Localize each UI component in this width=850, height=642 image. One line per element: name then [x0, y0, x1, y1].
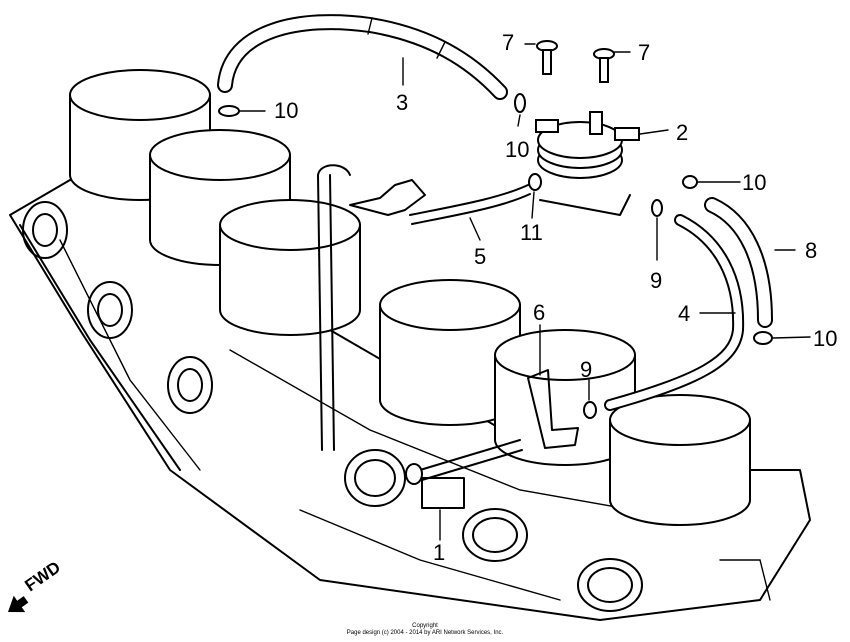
copyright-notice: Copyright Page design (c) 2004 - 2014 by…: [300, 623, 550, 637]
fwd-label: FWD: [21, 558, 64, 596]
copyright-line-1: Copyright: [412, 623, 438, 629]
callout-10c: 10: [742, 170, 766, 195]
vacuum-valve: [535, 111, 640, 216]
clip-9a: [651, 199, 663, 217]
callout-2: 2: [676, 120, 688, 145]
leader-lines: [239, 43, 811, 541]
callout-3: 3: [396, 90, 408, 115]
clip-10a: [218, 105, 240, 117]
callout-9b: 9: [580, 357, 592, 382]
callout-7a: 7: [502, 30, 514, 55]
hose-4: [604, 214, 745, 411]
adjuster-1: [405, 439, 523, 509]
callout-10b: 10: [505, 137, 529, 162]
copyright-line-2: Page design (c) 2004 - 2014 by ARI Netwo…: [346, 630, 504, 636]
callout-10a: 10: [274, 98, 298, 123]
clip-9b: [583, 401, 597, 419]
bracket-6: [527, 369, 579, 449]
hose-3: [217, 14, 508, 100]
callout-6: 6: [533, 300, 545, 325]
callout-4: 4: [678, 301, 690, 326]
callout-1: 1: [433, 540, 445, 565]
callout-8: 8: [805, 238, 817, 263]
callout-5: 5: [474, 244, 486, 269]
callout-11: 11: [520, 220, 543, 245]
clip-11: [528, 173, 542, 191]
fwd-arrow-icon: [8, 595, 29, 613]
screw-7b: [593, 48, 615, 83]
hose-8: [704, 197, 773, 328]
clip-10b: [514, 93, 526, 113]
carburetor-bank: [9, 179, 811, 621]
clip-10d: [753, 331, 773, 345]
callout-7b: 7: [638, 40, 650, 65]
callout-9a: 9: [650, 268, 662, 293]
hose-5: [349, 179, 531, 225]
vertical-tube: [317, 164, 351, 451]
clip-10c: [682, 175, 698, 189]
screw-7a: [536, 40, 558, 75]
carb-tops: [69, 69, 751, 526]
callout-10d: 10: [813, 326, 837, 351]
